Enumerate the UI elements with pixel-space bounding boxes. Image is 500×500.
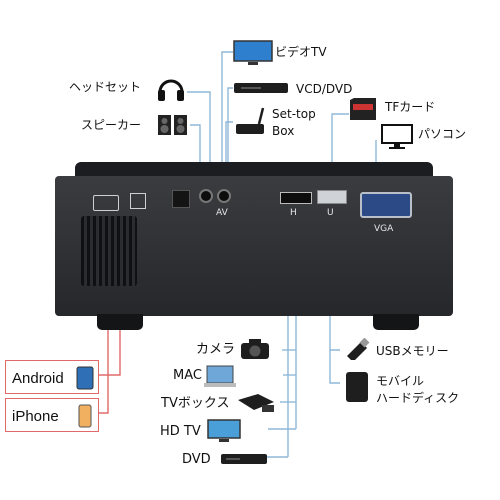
headset-label: ヘッドセット (69, 80, 142, 94)
power-switch (130, 193, 146, 209)
mac-label: MAC (173, 368, 202, 383)
computer-monitor-icon (381, 124, 413, 149)
android-box: Android (5, 360, 99, 394)
camera-icon (241, 339, 269, 359)
iphone-label: iPhone (12, 408, 59, 425)
vga-port (360, 192, 412, 218)
vent-grille (81, 216, 137, 286)
foot-right (373, 314, 419, 330)
phone-icon (78, 404, 92, 428)
hd-tv-icon (207, 419, 241, 442)
android-label: Android (12, 370, 64, 387)
vga-port-label: VGA (374, 224, 394, 234)
usb-port-label: U (327, 208, 334, 218)
hdd-label-line2: ハードディスク (376, 391, 460, 405)
power-port (93, 195, 119, 211)
hard-disk-icon (346, 372, 368, 402)
usb-memory-label: USBメモリー (376, 344, 449, 358)
ir-sensor (172, 190, 190, 208)
speaker-icon (158, 115, 187, 135)
projector-top (75, 162, 433, 178)
projector (55, 162, 453, 337)
dvd-label: DVD (182, 452, 211, 467)
hdmi-port-label: H (290, 208, 297, 218)
tv-box-icon (238, 394, 274, 412)
dvd-icon (221, 454, 267, 464)
usb-port (317, 190, 347, 204)
tablet-icon (76, 366, 94, 390)
camera-label: カメラ (196, 342, 236, 357)
video-tv-label: ビデオTV (275, 45, 327, 59)
hd-tv-label: HD TV (160, 424, 201, 439)
foot-left (97, 314, 143, 330)
laptop-icon (204, 365, 236, 387)
usb-stick-icon (347, 338, 370, 360)
settop-label-line1: Set-top (272, 107, 316, 121)
tv-icon (233, 40, 273, 65)
speaker-label: スピーカー (81, 118, 142, 132)
sd-card-icon (350, 98, 376, 120)
hdd-label-line1: モバイル (376, 374, 425, 388)
audio-port-label: AV (216, 208, 228, 218)
headphones-icon (158, 79, 184, 101)
pc-label: パソコン (418, 127, 467, 141)
audio-jack-1 (199, 189, 213, 203)
settop-box-icon (236, 107, 265, 134)
tf-card-label: TFカード (385, 100, 436, 114)
vcd-dvd-label: VCD/DVD (296, 82, 353, 96)
iphone-box: iPhone (5, 398, 99, 432)
dvd-player-icon (234, 83, 288, 93)
settop-label-line2: Box (272, 124, 295, 138)
hdmi-port (280, 192, 312, 204)
tv-box-label: TVボックス (161, 396, 230, 411)
audio-jack-2 (217, 189, 231, 203)
